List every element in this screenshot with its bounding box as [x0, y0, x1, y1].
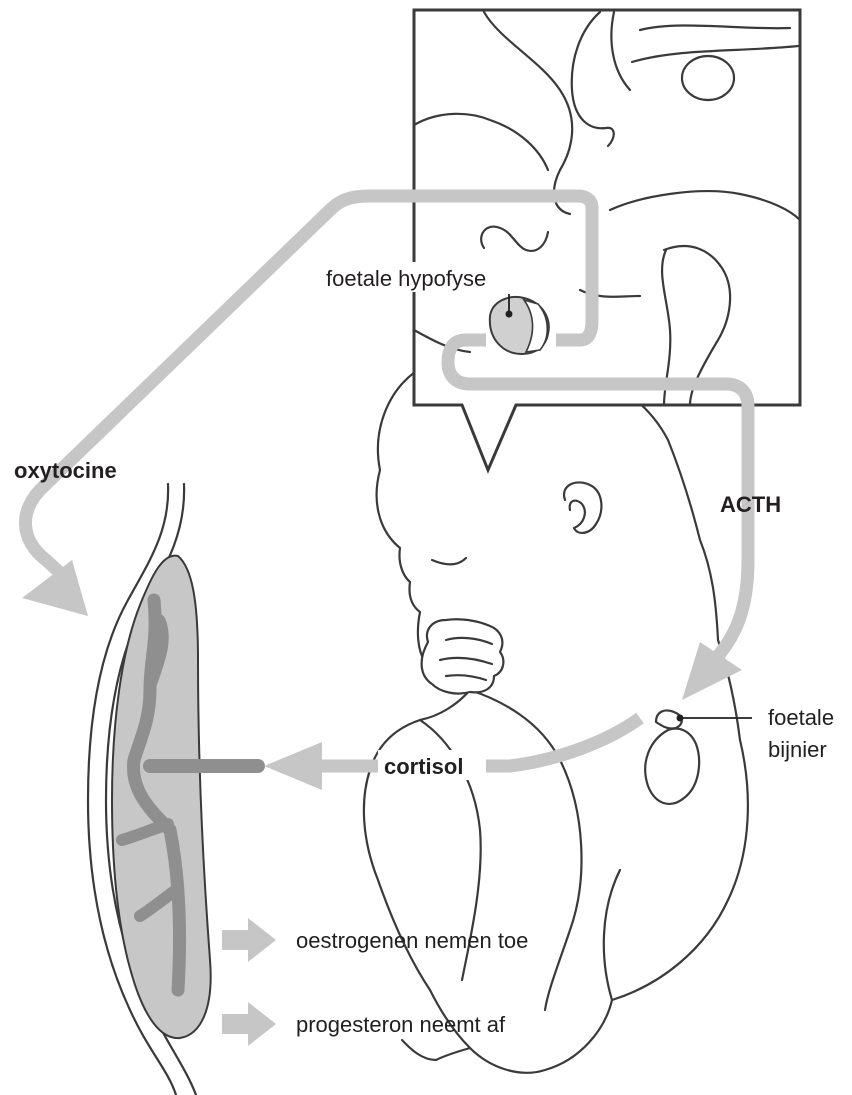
estrogen-arrow — [222, 918, 276, 962]
fetus-hand — [422, 619, 504, 693]
cortisol-label: cortisol — [384, 754, 463, 779]
oxytocin-label: oxytocine — [14, 458, 117, 483]
adrenal-leader-dot — [677, 715, 684, 722]
cortisol-arrowhead — [264, 742, 322, 790]
adrenal-label-line1: foetale — [768, 705, 834, 730]
uterus — [88, 484, 258, 1095]
fetus-foot — [402, 1040, 470, 1060]
fetus-body — [364, 372, 748, 1073]
progesterone-arrow — [222, 1002, 276, 1046]
pituitary-label: foetale hypofyse — [326, 266, 486, 291]
adrenal-label-line2: bijnier — [768, 737, 827, 762]
acth-label: ACTH — [720, 492, 781, 517]
estrogen-label: oestrogenen nemen toe — [296, 928, 528, 953]
pituitary-leader-dot — [506, 311, 513, 318]
progesterone-label: progesteron neemt af — [296, 1012, 506, 1037]
